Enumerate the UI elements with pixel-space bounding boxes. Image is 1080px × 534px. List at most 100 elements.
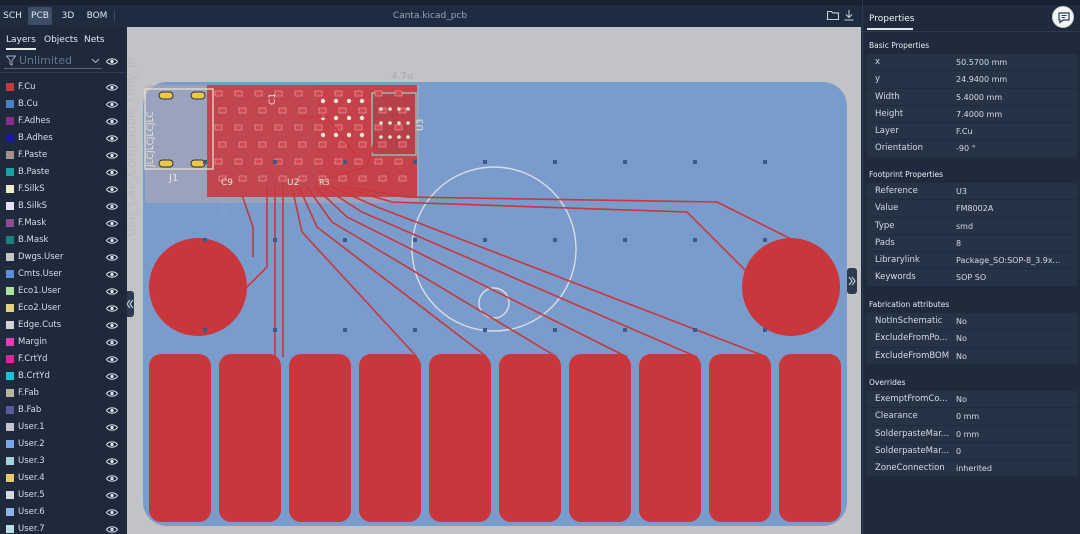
eye-icon[interactable] xyxy=(106,423,118,432)
layer-row[interactable]: User.5 xyxy=(0,487,126,504)
layer-color-swatch[interactable] xyxy=(6,117,14,125)
layer-row[interactable]: Eco1.User xyxy=(0,283,126,300)
properties-tab[interactable]: Properties xyxy=(869,14,915,24)
layer-row[interactable]: B.Fab xyxy=(0,402,126,419)
layer-color-swatch[interactable] xyxy=(6,491,14,499)
eye-icon[interactable] xyxy=(106,57,118,66)
tab-3d[interactable]: 3D xyxy=(61,11,75,21)
tab-layers[interactable]: Layers xyxy=(6,30,36,50)
layer-row[interactable]: F.Mask xyxy=(0,215,126,232)
download-icon[interactable] xyxy=(842,8,856,22)
layer-row[interactable]: Dwgs.User xyxy=(0,249,126,266)
layer-row[interactable]: F.Cu xyxy=(0,79,126,96)
filter-input[interactable] xyxy=(19,53,87,68)
layer-row[interactable]: User.3 xyxy=(0,453,126,470)
eye-icon[interactable] xyxy=(106,304,118,313)
eye-icon[interactable] xyxy=(106,253,118,262)
eye-icon[interactable] xyxy=(106,270,118,279)
layer-row[interactable]: B.SilkS xyxy=(0,198,126,215)
eye-icon[interactable] xyxy=(106,457,118,466)
layer-row[interactable]: Eco2.User xyxy=(0,300,126,317)
layer-row[interactable]: F.SilkS xyxy=(0,181,126,198)
property-value[interactable]: 0 mm xyxy=(956,412,980,422)
layer-color-swatch[interactable] xyxy=(6,287,14,295)
eye-icon[interactable] xyxy=(106,185,118,194)
layer-row[interactable]: Cmts.User xyxy=(0,266,126,283)
eye-icon[interactable] xyxy=(106,83,118,92)
eye-icon[interactable] xyxy=(106,372,118,381)
layer-color-swatch[interactable] xyxy=(6,236,14,244)
eye-icon[interactable] xyxy=(106,389,118,398)
eye-icon[interactable] xyxy=(106,219,118,228)
chevron-down-icon[interactable] xyxy=(91,56,100,65)
property-value[interactable]: No xyxy=(956,351,967,361)
eye-icon[interactable] xyxy=(106,440,118,449)
property-value[interactable]: inherited xyxy=(956,464,992,474)
layer-row[interactable]: F.Paste xyxy=(0,147,126,164)
property-value[interactable]: No xyxy=(956,395,967,404)
layer-row[interactable]: User.6 xyxy=(0,504,126,521)
property-value[interactable]: smd xyxy=(956,221,974,231)
layer-color-swatch[interactable] xyxy=(6,423,14,431)
layer-color-swatch[interactable] xyxy=(6,202,14,210)
tab-objects[interactable]: Objects xyxy=(44,35,79,45)
j1-outline[interactable] xyxy=(144,88,214,170)
eye-icon[interactable] xyxy=(106,287,118,296)
tab-bom[interactable]: BOM xyxy=(86,11,108,21)
layer-color-swatch[interactable] xyxy=(6,134,14,142)
eye-icon[interactable] xyxy=(106,100,118,109)
property-value[interactable]: No xyxy=(956,317,967,326)
eye-icon[interactable] xyxy=(106,236,118,245)
tab-nets[interactable]: Nets xyxy=(84,35,105,45)
layer-color-swatch[interactable] xyxy=(6,355,14,363)
eye-icon[interactable] xyxy=(106,491,118,500)
folder-icon[interactable] xyxy=(826,8,840,22)
property-value[interactable]: 0 xyxy=(956,446,962,456)
pcb-canvas[interactable]: USB_CAP_Compatible_Only_in 37mm JLCJLCJL… xyxy=(127,27,861,534)
eye-icon[interactable] xyxy=(106,355,118,364)
eye-icon[interactable] xyxy=(106,525,118,534)
eye-icon[interactable] xyxy=(106,168,118,177)
layer-row[interactable]: User.7 xyxy=(0,521,126,534)
property-value[interactable]: 24.9400 mm xyxy=(956,75,1008,85)
property-value[interactable]: 5.4000 mm xyxy=(956,92,1003,102)
layer-color-swatch[interactable] xyxy=(6,440,14,448)
layer-row[interactable]: F.CrtYd xyxy=(0,351,126,368)
property-value[interactable]: 8 xyxy=(956,238,962,248)
layer-color-swatch[interactable] xyxy=(6,270,14,278)
pcb-board-view[interactable]: USB_CAP_Compatible_Only_in 37mm JLCJLCJL… xyxy=(127,27,861,534)
collapse-left-button[interactable] xyxy=(127,291,134,317)
layer-row[interactable]: B.Adhes xyxy=(0,130,126,147)
property-value[interactable]: No xyxy=(956,334,967,344)
eye-icon[interactable] xyxy=(106,202,118,211)
eye-icon[interactable] xyxy=(106,338,118,347)
eye-icon[interactable] xyxy=(106,151,118,160)
layer-row[interactable]: F.Fab xyxy=(0,385,126,402)
layer-color-swatch[interactable] xyxy=(6,100,14,108)
layer-row[interactable]: Margin xyxy=(0,334,126,351)
collapse-right-button[interactable] xyxy=(847,268,857,294)
layer-color-swatch[interactable] xyxy=(6,406,14,414)
eye-icon[interactable] xyxy=(106,406,118,415)
layer-color-swatch[interactable] xyxy=(6,168,14,176)
layer-row[interactable]: B.Cu xyxy=(0,96,126,113)
layer-color-swatch[interactable] xyxy=(6,389,14,397)
property-value[interactable]: SOP SO xyxy=(956,273,987,283)
property-value[interactable]: 7.4000 mm xyxy=(956,109,1003,119)
layer-row[interactable]: B.CrtYd xyxy=(0,368,126,385)
layer-color-swatch[interactable] xyxy=(6,321,14,329)
property-value[interactable]: FM8002A xyxy=(956,204,994,214)
chat-button[interactable] xyxy=(1052,6,1074,28)
eye-icon[interactable] xyxy=(106,508,118,517)
layer-color-swatch[interactable] xyxy=(6,508,14,516)
layer-row[interactable]: User.2 xyxy=(0,436,126,453)
layer-color-swatch[interactable] xyxy=(6,83,14,91)
tab-sch[interactable]: SCH xyxy=(3,11,22,21)
eye-icon[interactable] xyxy=(106,474,118,483)
layer-color-swatch[interactable] xyxy=(6,185,14,193)
layer-color-swatch[interactable] xyxy=(6,474,14,482)
eye-icon[interactable] xyxy=(106,117,118,126)
layer-color-swatch[interactable] xyxy=(6,253,14,261)
layer-color-swatch[interactable] xyxy=(6,338,14,346)
property-value[interactable]: U3 xyxy=(956,187,967,196)
